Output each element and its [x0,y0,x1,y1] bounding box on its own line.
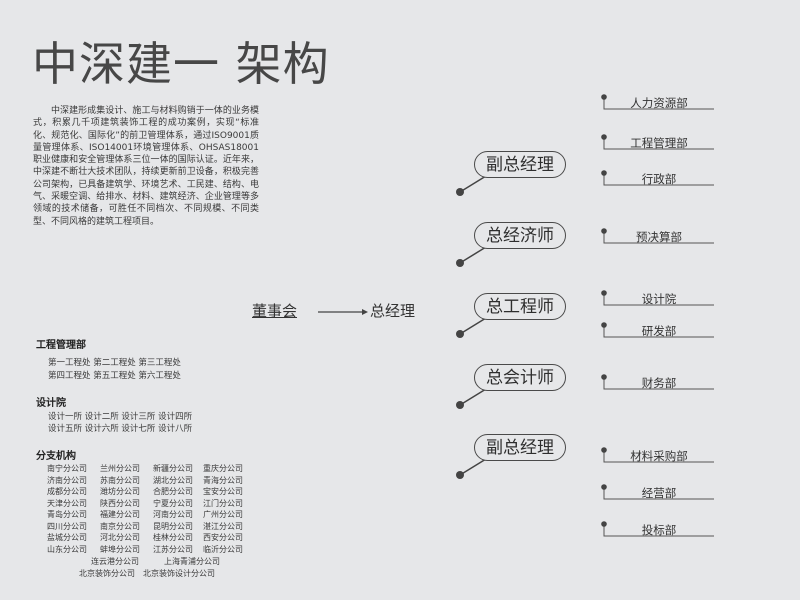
node-dot-icon [456,188,464,196]
node-dot-icon [601,447,607,453]
branches-heading: 分支机构 [36,451,76,462]
department-connector [603,137,714,150]
executive-node: 总会计师 [474,364,566,391]
branch-item: 兰州分公司 [100,464,140,473]
design-heading: 设计院 [36,398,66,409]
department-connector [603,293,714,306]
engineering-heading: 工程管理部 [36,340,86,351]
branch-item: 桂林分公司 [153,533,193,542]
department-connector [603,450,714,463]
department-label: 财务部 [641,376,677,390]
branch-item: 河南分公司 [153,510,193,519]
branch-item: 北京装饰分公司 [79,569,135,578]
executive-connector [459,317,487,335]
branch-item: 天津分公司 [47,498,87,508]
branch-item: 上海青浦分公司 [164,557,220,566]
branch-item: 湛江分公司 [203,521,243,531]
department-connector [603,325,714,338]
executive-node: 总工程师 [474,293,566,320]
branch-item: 苏南分公司 [100,475,140,485]
arrow-head-icon [362,309,368,315]
page-title: 中深建一 架构 [32,37,330,91]
branch-item: 江苏分公司 [153,544,193,554]
executive-node: 副总经理 [474,434,566,461]
node-dot-icon [456,259,464,267]
department-connector [603,231,714,244]
department-connector [603,524,714,537]
node-dot-icon [601,134,607,140]
branch-item: 蚌埠分公司 [100,544,140,554]
department-label: 人力资源部 [630,96,688,110]
department-label: 投标部 [641,523,677,537]
branch-item: 盐城分公司 [47,533,87,542]
branch-item: 四川分公司 [47,521,87,531]
ceo-label: 总经理 [370,302,416,320]
branch-item: 福建分公司 [100,510,140,519]
branch-item: 西安分公司 [203,533,243,542]
branch-item: 北京装饰设计分公司 [143,569,215,578]
branch-item: 河北分公司 [100,533,140,542]
design-row: 设计一所 设计二所 设计三所 设计四所 [48,412,193,422]
department-label: 行政部 [641,172,677,186]
department-label: 研发部 [641,324,677,338]
branch-item: 江门分公司 [203,498,243,508]
department-label: 工程管理部 [630,136,688,150]
intro-paragraph: 中深建形成集设计、施工与材料购销于一体的业务模式，积累几千项建筑装饰工程的成功案… [33,106,259,227]
node-dot-icon [601,484,607,490]
branch-item: 合肥分公司 [153,487,193,496]
engineering-row: 第一工程处 第二工程处 第三工程处 [48,358,181,368]
executive-connector [459,458,487,476]
department-label: 设计院 [641,292,677,306]
branch-item: 南京分公司 [100,521,140,531]
node-dot-icon [601,290,607,296]
node-dot-icon [601,521,607,527]
branch-item: 陕西分公司 [100,498,140,508]
branch-item: 临沂分公司 [203,544,243,554]
executive-connector [459,175,487,193]
department-label: 预决算部 [636,230,682,244]
branch-item: 重庆分公司 [203,464,243,473]
node-dot-icon [601,374,607,380]
node-dot-icon [601,228,607,234]
branch-item: 宝安分公司 [203,487,243,496]
executive-connector [459,246,487,264]
branch-item: 青岛分公司 [47,510,87,519]
branch-item: 青海分公司 [203,475,243,485]
branch-item: 南宁分公司 [47,464,87,473]
branch-item: 湖北分公司 [153,475,193,485]
department-label: 经营部 [641,486,677,500]
department-connector [603,487,714,500]
board-label: 董事会 [252,302,298,320]
executive-connector [459,388,487,406]
node-dot-icon [456,330,464,338]
executive-node: 副总经理 [474,151,566,178]
branch-item: 连云港分公司 [91,557,139,566]
node-dot-icon [456,471,464,479]
engineering-row: 第四工程处 第五工程处 第六工程处 [48,371,181,381]
branch-item: 潍坊分公司 [100,487,140,496]
branch-item: 山东分公司 [47,544,87,554]
branch-item: 宁夏分公司 [153,498,193,508]
branch-item: 广州分公司 [203,510,243,519]
node-dot-icon [456,401,464,409]
node-dot-icon [601,322,607,328]
department-connector [603,97,714,110]
branch-item: 成都分公司 [47,487,87,496]
node-dot-icon [601,170,607,176]
executive-node: 总经济师 [474,222,566,249]
branch-item: 新疆分公司 [153,464,193,473]
branch-item: 济南分公司 [47,475,87,485]
design-row: 设计五所 设计六所 设计七所 设计八所 [48,424,193,434]
department-label: 材料采购部 [630,449,688,463]
branch-item: 昆明分公司 [153,521,193,531]
node-dot-icon [601,94,607,100]
department-connector [603,377,714,390]
department-connector [603,173,714,186]
